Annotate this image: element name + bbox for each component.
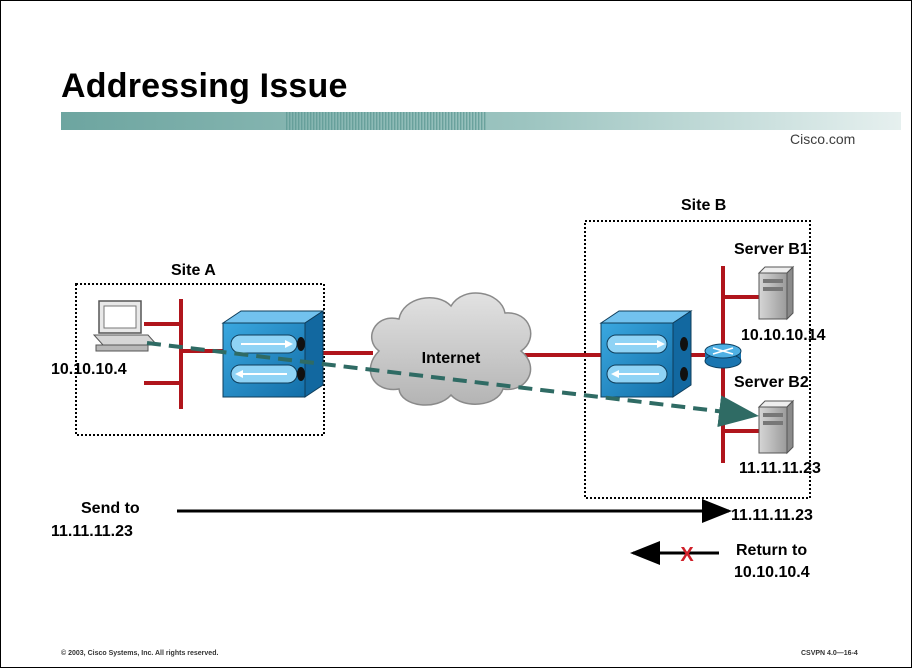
return-to-label: Return to xyxy=(736,542,808,559)
site-a-host-ip: 10.10.10.4 xyxy=(51,361,127,378)
blocked-x-mark: X xyxy=(680,544,694,566)
firewall-b-icon xyxy=(599,310,693,398)
server-b1-label: Server B1 xyxy=(734,241,809,258)
course-code-footer: CSVPN 4.0—16-4 xyxy=(801,650,858,657)
site-a-lan-segment xyxy=(144,299,223,409)
return-to-ip: 10.10.10.4 xyxy=(734,564,810,581)
site-a-boundary xyxy=(75,283,325,436)
title-underline-bar xyxy=(61,112,901,130)
send-to-ip: 11.11.11.23 xyxy=(51,523,133,540)
send-destination-ip: 11.11.11.23 xyxy=(731,507,813,524)
server-b2-label: Server B2 xyxy=(734,374,809,391)
server-b1-ip: 10.10.10.14 xyxy=(741,327,826,344)
internet-cloud-icon xyxy=(369,292,532,406)
server-b2-ip: 11.11.11.23 xyxy=(739,460,821,477)
cisco-brand-label: Cisco.com xyxy=(790,131,856,147)
server-b2-icon xyxy=(757,399,795,455)
site-b-boundary xyxy=(584,220,811,499)
slide-title: Addressing Issue xyxy=(61,67,348,105)
internet-label: Internet xyxy=(422,350,481,367)
site-a-label: Site A xyxy=(171,262,216,279)
router-icon xyxy=(704,343,742,369)
server-b1-icon xyxy=(757,265,795,321)
tunnel-traffic-path xyxy=(146,341,759,428)
workstation-icon xyxy=(92,300,159,352)
copyright-footer: © 2003, Cisco Systems, Inc. All rights r… xyxy=(61,650,219,657)
site-b-label: Site B xyxy=(681,197,727,214)
send-to-label: Send to xyxy=(81,500,140,517)
